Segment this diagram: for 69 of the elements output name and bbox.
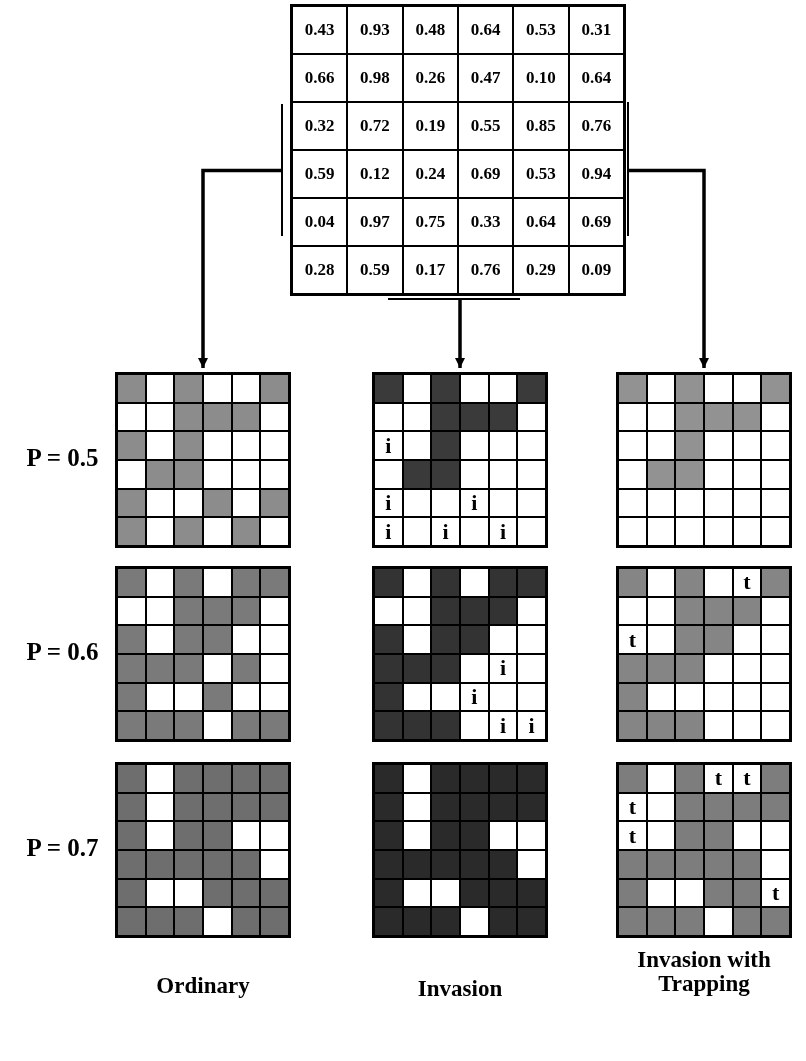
- arrow: [197, 168, 281, 368]
- table-cell: 0.28: [292, 246, 348, 294]
- table-cell: 0.98: [347, 54, 403, 102]
- grid-diagram: [616, 762, 792, 938]
- table-cell: 0.12: [347, 150, 403, 198]
- arrow: [454, 300, 466, 368]
- grid-diagram: [372, 762, 548, 938]
- table-cell: 0.64: [458, 6, 514, 54]
- cell-marker: i: [488, 711, 518, 740]
- table-cell: 0.53: [513, 150, 569, 198]
- cell-marker: t: [618, 821, 647, 850]
- grid-diagram: [115, 566, 291, 742]
- arrow: [629, 168, 710, 368]
- cell-marker: t: [761, 878, 790, 908]
- table-cell: 0.26: [402, 54, 458, 102]
- table-cell: 0.69: [568, 198, 624, 246]
- cell-marker: t: [704, 764, 733, 793]
- table-cell: 0.55: [458, 102, 514, 150]
- column-label: Invasion with Trapping: [636, 948, 772, 997]
- cell-marker: i: [374, 517, 403, 546]
- row-label: P = 0.7: [25, 835, 100, 862]
- table-cell: 0.72: [347, 102, 403, 150]
- cell-marker: i: [488, 517, 518, 546]
- grid-diagram: [115, 762, 291, 938]
- cell-marker: i: [431, 517, 460, 546]
- table-cell: 0.29: [513, 246, 569, 294]
- table-cell: 0.43: [292, 6, 348, 54]
- table-cell: 0.69: [458, 150, 514, 198]
- cell-marker: i: [374, 431, 403, 460]
- table-cell: 0.64: [513, 198, 569, 246]
- cell-marker: t: [732, 764, 762, 793]
- table-cell: 0.24: [402, 150, 458, 198]
- table-cell: 0.59: [292, 150, 348, 198]
- column-label: Invasion: [416, 977, 504, 1002]
- table-cell: 0.19: [402, 102, 458, 150]
- table-cell: 0.17: [402, 246, 458, 294]
- table-cell: 0.76: [458, 246, 514, 294]
- cell-marker: t: [618, 625, 647, 654]
- grid-diagram: [616, 372, 792, 548]
- table-cell: 0.66: [292, 54, 348, 102]
- table-cell: 0.48: [402, 6, 458, 54]
- table-cell: 0.93: [347, 6, 403, 54]
- table-cell: 0.31: [568, 6, 624, 54]
- table-cell: 0.10: [513, 54, 569, 102]
- table-cell: 0.97: [347, 198, 403, 246]
- cell-marker: t: [618, 792, 647, 822]
- table-cell: 0.85: [513, 102, 569, 150]
- table-cell: 0.59: [347, 246, 403, 294]
- table-cell: 0.76: [568, 102, 624, 150]
- table-cell: 0.47: [458, 54, 514, 102]
- cell-marker: i: [517, 711, 546, 740]
- table-cell: 0.75: [402, 198, 458, 246]
- table-cell: 0.33: [458, 198, 514, 246]
- table-cell: 0.64: [568, 54, 624, 102]
- table-cell: 0.09: [568, 246, 624, 294]
- table-cell: 0.53: [513, 6, 569, 54]
- grid-diagram: [616, 566, 792, 742]
- table-cell: 0.04: [292, 198, 348, 246]
- row-label: P = 0.6: [25, 639, 100, 666]
- table-cell: 0.32: [292, 102, 348, 150]
- cell-marker: t: [732, 568, 762, 597]
- value-table: [290, 4, 626, 296]
- grid-diagram: [372, 372, 548, 548]
- column-label: Ordinary: [155, 974, 251, 999]
- grid-diagram: [372, 566, 548, 742]
- row-label: P = 0.5: [25, 445, 100, 472]
- cell-marker: i: [374, 488, 403, 518]
- grid-diagram: [115, 372, 291, 548]
- table-cell: 0.94: [568, 150, 624, 198]
